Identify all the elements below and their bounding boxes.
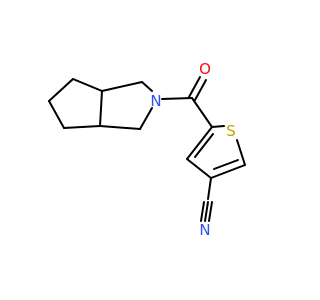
bond-th4: [186, 158, 212, 179]
atom-labels: O N S N: [150, 60, 235, 239]
bond-th3a: [210, 164, 246, 179]
bond-cn-a: [200, 201, 205, 222]
oxygen-atom-label: O: [199, 60, 211, 78]
amide-nitrogen-atom-label: N: [150, 92, 161, 110]
bond-cp2: [48, 78, 74, 102]
bond-cp1: [72, 78, 103, 92]
sulfur-atom-label: S: [226, 122, 236, 140]
bond-fused: [99, 90, 103, 127]
bond-py4: [99, 125, 141, 130]
molecule-structure: O N S N: [48, 60, 246, 239]
bond-n-carbonyl: [161, 97, 193, 100]
bond-cn-b: [204, 201, 209, 222]
bond-py1: [101, 81, 143, 92]
bond-c-o-a: [188, 76, 201, 98]
bond-c-cn: [207, 177, 212, 200]
bond-cp4: [63, 125, 101, 129]
bond-th5a: [186, 126, 213, 160]
bond-th3b: [213, 159, 239, 170]
bonds: [48, 76, 246, 222]
nitrile-nitrogen-atom-label: N: [199, 221, 210, 239]
bond-py2: [141, 81, 153, 92]
bond-th2: [236, 139, 246, 166]
bond-cn-c: [208, 201, 213, 222]
bond-py3: [139, 107, 153, 130]
bond-c-o-b: [194, 79, 207, 101]
bond-th5b: [194, 133, 214, 158]
bond-carbonyl-ring: [191, 97, 213, 128]
bond-cp3: [48, 100, 65, 129]
bond-th1: [211, 125, 225, 128]
